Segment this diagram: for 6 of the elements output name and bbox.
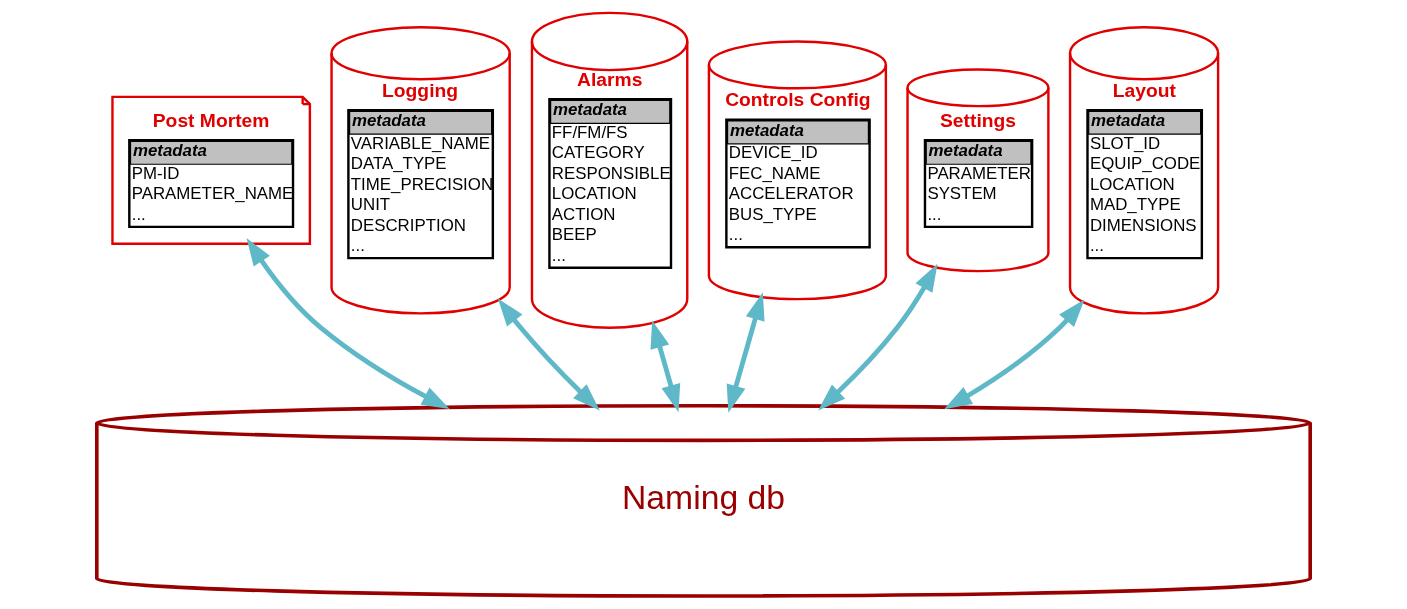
arrow [497, 298, 600, 411]
arrow [650, 320, 681, 413]
arrow [726, 292, 765, 413]
arrow [944, 299, 1085, 410]
arrow [818, 263, 938, 411]
arrow [246, 237, 450, 409]
